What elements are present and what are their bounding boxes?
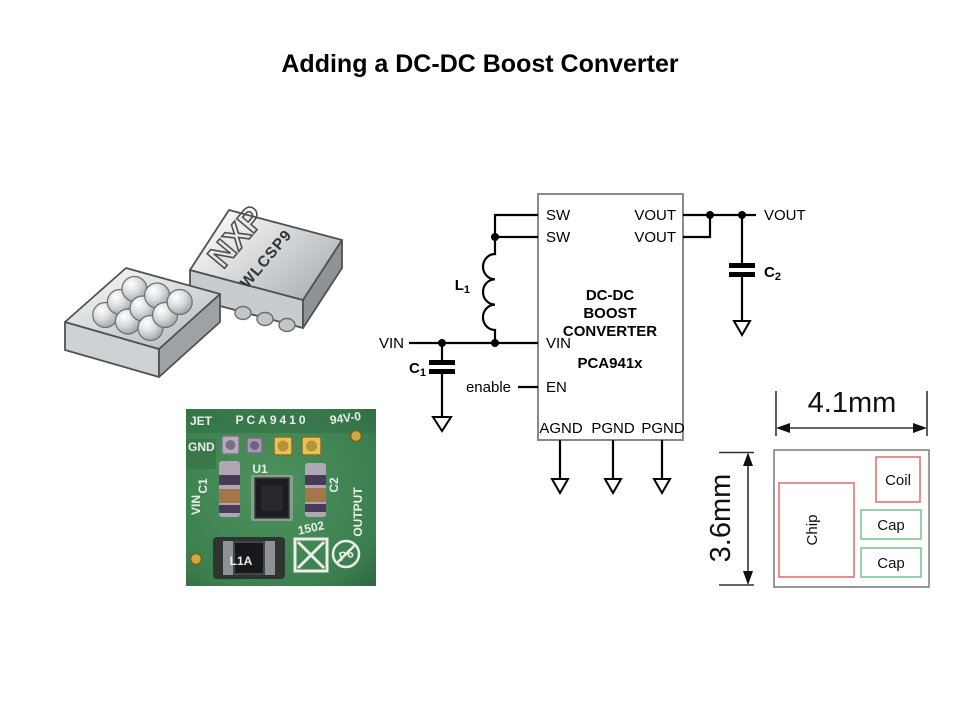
ground-symbol	[732, 320, 752, 338]
silk-c1: C1	[196, 478, 210, 494]
width-dimension-label: 4.1mm	[808, 387, 897, 419]
net-vout-label: VOUT	[764, 207, 806, 224]
pin-sw2: SW	[546, 229, 571, 246]
chip-bottom-view	[64, 267, 221, 378]
block-part-number: PCA941x	[577, 355, 643, 372]
boost-converter-schematic: SW SW VIN EN VOUT VOUT AGND PGND PGND DC…	[379, 193, 806, 496]
pin-sw1: SW	[546, 207, 571, 224]
net-vin-label: VIN	[379, 335, 404, 352]
slide-title: Adding a DC-DC Boost Converter	[281, 50, 679, 78]
silk-output: OUTPUT	[351, 487, 365, 537]
silk-corner: JET	[190, 414, 213, 428]
pcb-chip-u1	[251, 475, 293, 521]
pcb-components: P6	[189, 429, 363, 579]
block-title-line1: DC-DC	[586, 287, 634, 304]
region-cap2-label: Cap	[877, 555, 905, 572]
ground-symbol	[603, 478, 623, 496]
evaluation-board-photo: P6 JET PCA9410 94V-0 GND C1 VIN U1 C2 OU…	[186, 409, 376, 586]
input-cap-label: C1	[409, 360, 426, 379]
region-chip-label: Chip	[804, 515, 821, 546]
pin-en: EN	[546, 379, 567, 396]
silk-c2: C2	[327, 477, 341, 493]
cap1-symbol	[429, 360, 455, 365]
pcb-p6-mark: P6	[331, 539, 361, 569]
pcb-silkscreen: JET PCA9410 94V-0 GND C1 VIN U1 C2 OUTPU…	[188, 409, 365, 568]
cap2-symbol	[729, 263, 755, 268]
ground-symbol	[431, 416, 453, 433]
region-cap1	[860, 509, 922, 540]
inductor-symbol	[481, 237, 497, 343]
output-cap-label: C2	[764, 264, 781, 283]
pin-pgnd1: PGND	[591, 420, 635, 437]
pin-vout1: VOUT	[634, 207, 676, 224]
ground-symbol	[652, 478, 672, 496]
block-title-line3: CONVERTER	[563, 323, 657, 340]
silk-code: 1502	[296, 518, 325, 537]
width-dimension-arrow	[775, 391, 928, 436]
silk-rating: 94V-0	[329, 409, 362, 427]
region-coil	[875, 456, 921, 503]
pcb-via	[189, 552, 203, 566]
pin-vout2: VOUT	[634, 229, 676, 246]
ground-symbol	[550, 478, 570, 496]
height-dimension-arrow	[719, 451, 754, 586]
region-cap2	[860, 547, 922, 578]
schematic-wires	[409, 211, 756, 496]
region-chip	[778, 482, 855, 578]
silk-vin: VIN	[189, 495, 203, 515]
pcb-cap-c1	[219, 461, 240, 517]
chip-top-view: NXP WLCSP9	[189, 198, 343, 333]
solder-balls	[92, 275, 193, 342]
net-enable-label: enable	[466, 379, 511, 396]
region-coil-label: Coil	[885, 472, 911, 489]
silk-gnd: GND	[188, 440, 215, 454]
pcb-inductor-l1	[213, 537, 285, 579]
silk-u1: U1	[252, 462, 268, 476]
height-dimension-label: 3.6mm	[705, 474, 737, 563]
package-layout-diagram: 4.1mm 3.6mm Chip Coil Cap Cap	[705, 387, 930, 588]
converter-block	[537, 193, 684, 441]
inductor-label: L1	[455, 277, 470, 296]
package-3d-render: NXP WLCSP9	[64, 198, 343, 378]
pcb-cap-c2	[305, 463, 326, 517]
pcb-footprint-symbol	[293, 537, 329, 573]
region-cap1-label: Cap	[877, 517, 905, 534]
block-title-line2: BOOST	[583, 305, 636, 322]
svg-text:P6: P6	[337, 546, 356, 564]
pin-agnd: AGND	[539, 420, 583, 437]
silk-l1a: L1A	[230, 554, 253, 568]
pcb-via	[349, 429, 363, 443]
pin-pgnd2: PGND	[641, 420, 685, 437]
pin-vin: VIN	[546, 335, 571, 352]
silk-part: PCA9410	[235, 413, 308, 427]
